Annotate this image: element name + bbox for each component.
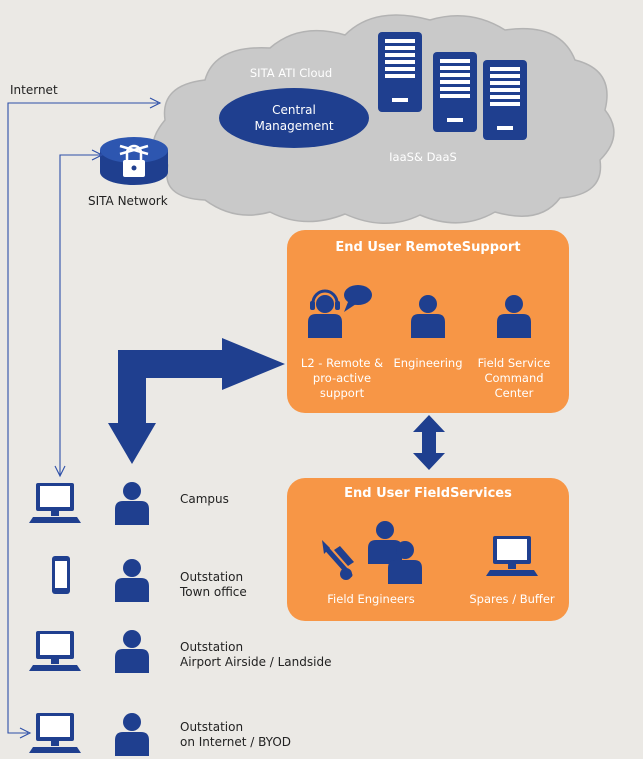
field-services-title: End User FieldServices — [344, 486, 512, 501]
field-engineers-icon — [322, 521, 422, 584]
role-l2-remote-label: L2 - Remote & pro-active support — [300, 356, 384, 400]
desktop-icon — [29, 713, 81, 753]
server-icon — [483, 60, 527, 140]
server-icon — [378, 32, 422, 112]
field-services-box — [287, 478, 569, 621]
desktop-icon — [29, 483, 81, 523]
person-icon — [115, 559, 149, 602]
role-engineering-label: Engineering — [393, 356, 463, 370]
central-management-ellipse — [219, 88, 369, 148]
internet-label: Internet — [10, 83, 58, 97]
server-icon — [433, 52, 477, 132]
role-field-service-label: Field Service Command Center — [477, 356, 551, 400]
person-icon — [115, 482, 149, 525]
cloud-title: SITA ATI Cloud — [249, 66, 333, 80]
sita-network-label: SITA Network — [88, 194, 168, 208]
location-town-office: Outstation Town office — [180, 570, 247, 599]
location-campus: Campus — [180, 492, 229, 506]
router-icon — [100, 137, 168, 185]
location-airport: Outstation Airport Airside / Landside — [180, 640, 332, 669]
headset-agent-icon — [308, 289, 342, 338]
desktop-icon — [29, 631, 81, 671]
double-arrow — [413, 415, 445, 470]
location-internet-byod: Outstation on Internet / BYOD — [180, 720, 292, 749]
person-icon — [115, 630, 149, 673]
phone-icon — [52, 556, 70, 594]
speech-bubble-icon — [344, 285, 372, 312]
elbow-arrow — [108, 338, 285, 464]
internet-connector — [7, 97, 162, 739]
iaas-daas-label: IaaS& DaaS — [389, 150, 457, 164]
desktop-icon — [486, 536, 538, 576]
spares-buffer-label: Spares / Buffer — [469, 592, 555, 606]
person-icon — [115, 713, 149, 756]
sita-network-connector — [54, 149, 104, 478]
remote-support-title: End User RemoteSupport — [335, 240, 521, 255]
central-management-label: Central Management — [254, 103, 334, 133]
field-engineers-label: Field Engineers — [327, 592, 415, 606]
